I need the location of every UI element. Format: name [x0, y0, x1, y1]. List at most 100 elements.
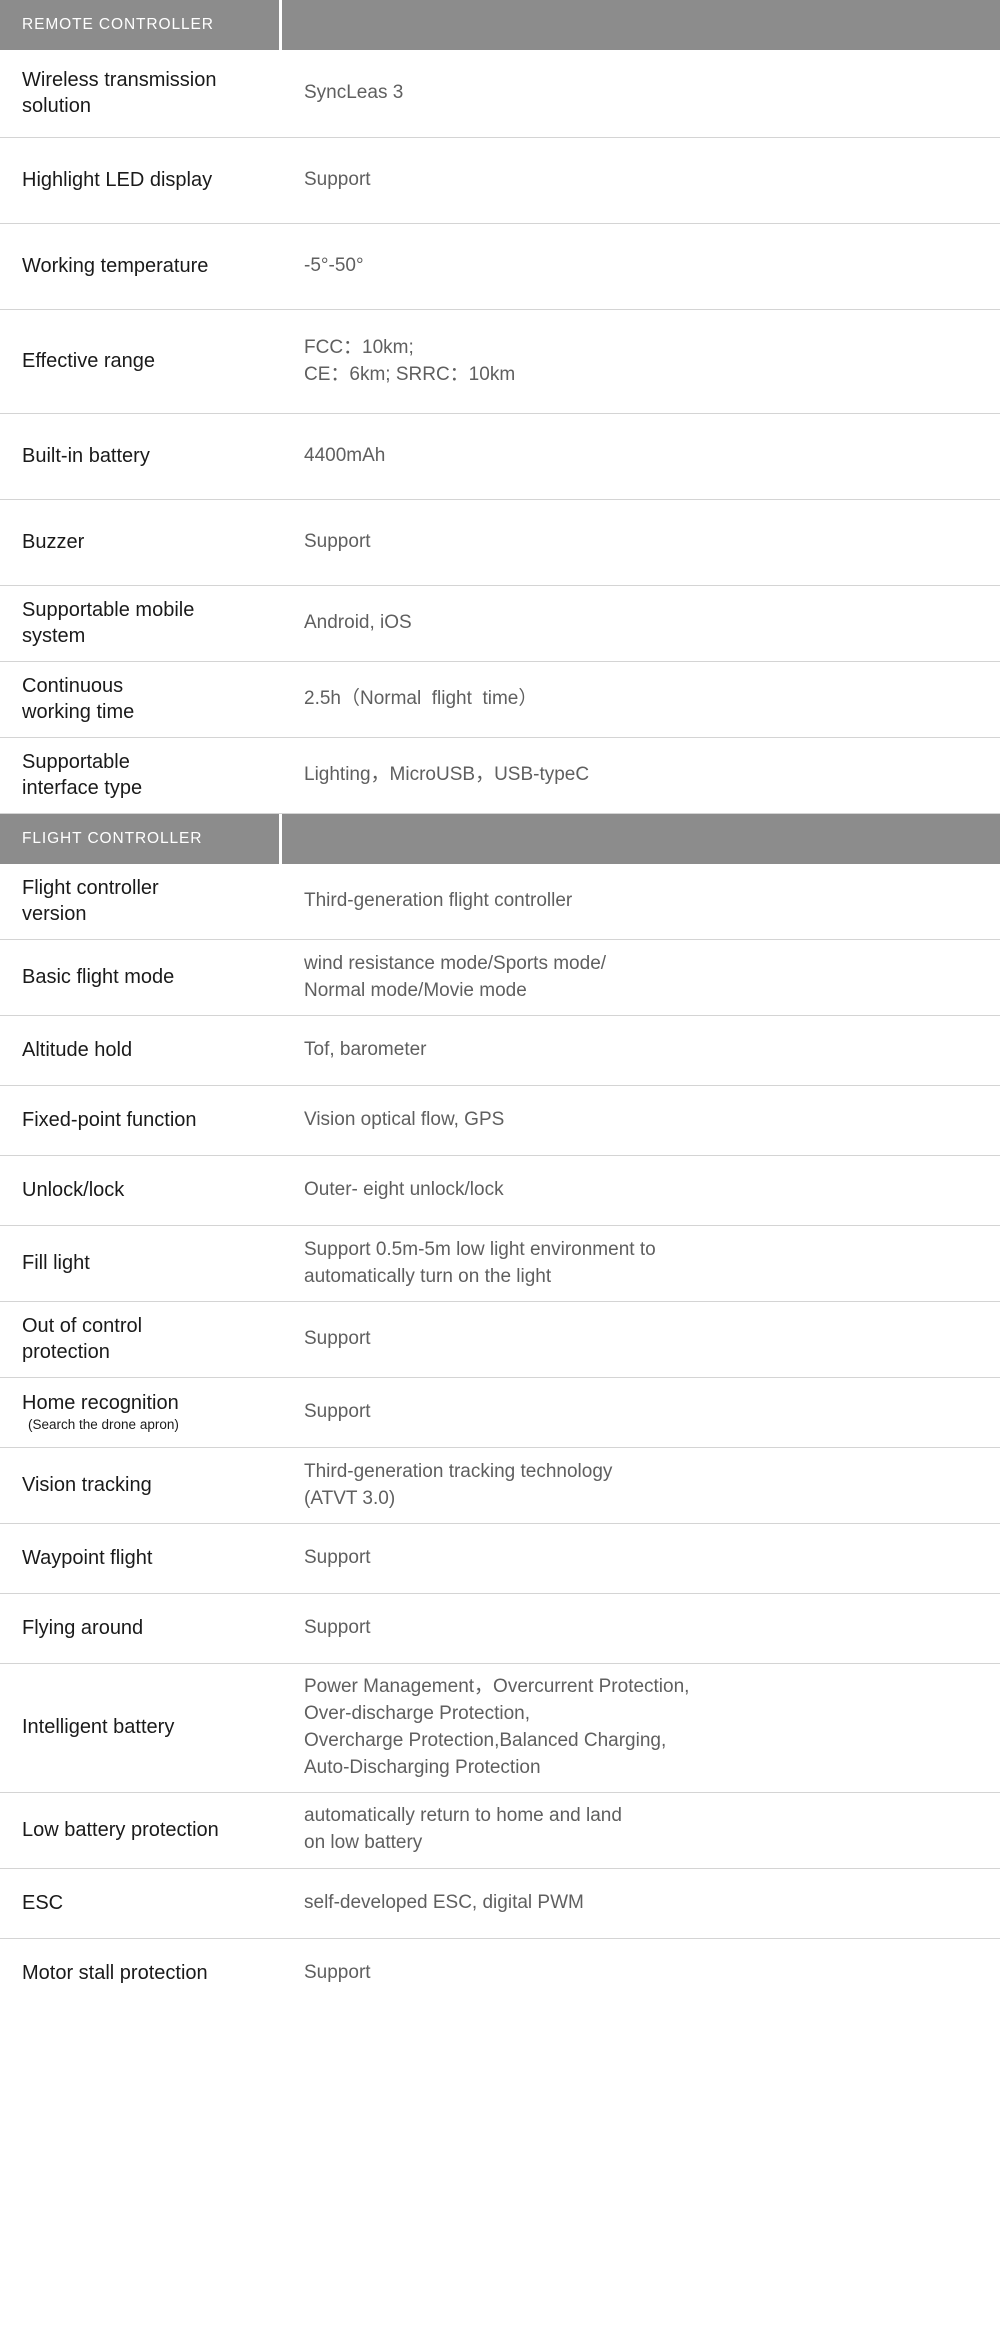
spec-key-cell: Vision tracking: [0, 1448, 282, 1523]
spec-value-cell: -5°-50°: [282, 224, 1000, 309]
spec-value-line: automatically turn on the light: [304, 1265, 552, 1287]
spec-value-line: CE：6km; SRRC：10km: [304, 363, 516, 385]
spec-value-cell: Support: [282, 1524, 1000, 1593]
spec-key-label: Fill light: [22, 1251, 90, 1274]
spec-key-cell: Fill light: [0, 1226, 282, 1301]
spec-key-cell: Basic flight mode: [0, 940, 282, 1015]
spec-value-line: Support: [304, 169, 371, 191]
table-row: Wireless transmission solution SyncLeas 3: [0, 50, 1000, 138]
spec-key-label: Supportable interface type: [22, 750, 143, 799]
spec-key-label: Buzzer: [22, 530, 85, 553]
spec-value-line: self-developed ESC, digital PWM: [304, 1891, 584, 1913]
spec-key-label: Built-in battery: [22, 444, 150, 467]
spec-value-line: Outer- eight unlock/lock: [304, 1179, 504, 1201]
spec-value-cell: 2.5h（Normal flight time）: [282, 662, 1000, 737]
spec-key-cell: Home recognition(Search the drone apron): [0, 1378, 282, 1447]
spec-value-line: Support: [304, 531, 371, 553]
spec-value-line: automatically return to home and land: [304, 1805, 622, 1827]
spec-value-line: Third-generation tracking technology: [304, 1460, 613, 1482]
spec-value-line: Support: [304, 1328, 371, 1350]
table-row: Flight controller version Third-generatio…: [0, 864, 1000, 940]
spec-value-cell: Power Management，Overcurrent Protection,…: [282, 1664, 1000, 1792]
spec-value-line: Lighting，MicroUSB，USB-typeC: [304, 764, 590, 786]
spec-value-line: on low battery: [304, 1832, 423, 1854]
spec-key-label: Flying around: [22, 1616, 144, 1639]
spec-key-label: Unlock/lock: [22, 1178, 125, 1201]
section-header-filler: [282, 814, 1000, 864]
table-row: Out of control protection Support: [0, 1302, 1000, 1378]
section-header: REMOTE CONTROLLER: [0, 0, 1000, 50]
spec-key-cell: Altitude hold: [0, 1016, 282, 1085]
spec-value-line: -5°-50°: [304, 255, 364, 277]
spec-key-label: Vision tracking: [22, 1473, 152, 1496]
section-header-filler: [282, 0, 1000, 50]
table-row: Working temperature -5°-50°: [0, 224, 1000, 310]
table-row: Built-in battery 4400mAh: [0, 414, 1000, 500]
table-row: Vision tracking Third-generation tracking…: [0, 1448, 1000, 1524]
spec-value-cell: Outer- eight unlock/lock: [282, 1156, 1000, 1225]
spec-key-label: Altitude hold: [22, 1038, 133, 1061]
spec-value-cell: Third-generation tracking technology(ATV…: [282, 1448, 1000, 1523]
spec-value-line: Auto-Discharging Protection: [304, 1756, 541, 1778]
spec-key-cell: Waypoint flight: [0, 1524, 282, 1593]
spec-key-label: Low battery protection: [22, 1818, 219, 1841]
spec-value-cell: self-developed ESC, digital PWM: [282, 1869, 1000, 1938]
spec-value-cell: Lighting，MicroUSB，USB-typeC: [282, 738, 1000, 813]
spec-key-label: Wireless transmission solution: [22, 68, 217, 117]
spec-key-cell: Flying around: [0, 1594, 282, 1663]
table-row: Supportable interface type Lighting，Micro…: [0, 738, 1000, 814]
section-header-title: FLIGHT CONTROLLER: [0, 814, 282, 864]
table-row: Basic flight mode wind resistance mode/Sp…: [0, 940, 1000, 1016]
spec-value-line: Power Management，Overcurrent Protection,: [304, 1676, 690, 1697]
spec-key-label: Continuous working time: [22, 674, 135, 723]
table-row: Unlock/lock Outer- eight unlock/lock: [0, 1156, 1000, 1226]
spec-value-line: Android, iOS: [304, 612, 412, 634]
section-header: FLIGHT CONTROLLER: [0, 814, 1000, 864]
table-row: ESC self-developed ESC, digital PWM: [0, 1868, 1000, 1939]
spec-key-label: ESC: [22, 1891, 64, 1914]
spec-value-cell: Android, iOS: [282, 586, 1000, 661]
spec-value-line: 2.5h（Normal flight time）: [304, 688, 538, 710]
table-row: Highlight LED display Support: [0, 138, 1000, 224]
spec-value-cell: wind resistance mode/Sports mode/Normal …: [282, 940, 1000, 1015]
spec-key-label: Out of control protection: [22, 1314, 143, 1363]
spec-value-cell: Support: [282, 138, 1000, 223]
spec-key-cell: Intelligent battery: [0, 1664, 282, 1792]
spec-value-line: FCC：10km;: [304, 336, 414, 358]
spec-value-line: Support 0.5m-5m low light environment to: [304, 1238, 656, 1260]
spec-key-cell: Buzzer: [0, 500, 282, 585]
spec-value-cell: Support 0.5m-5m low light environment to…: [282, 1226, 1000, 1301]
spec-key-cell: Motor stall protection: [0, 1939, 282, 2009]
spec-value-line: SyncLeas 3: [304, 82, 404, 104]
spec-value-cell: 4400mAh: [282, 414, 1000, 499]
table-row: Motor stall protection Support: [0, 1938, 1000, 2009]
table-row: Buzzer Support: [0, 500, 1000, 586]
spec-key-cell: Built-in battery: [0, 414, 282, 499]
spec-value-cell: Vision optical flow, GPS: [282, 1086, 1000, 1155]
spec-key-label: Working temperature: [22, 254, 209, 277]
spec-value-line: Tof, barometer: [304, 1039, 427, 1061]
spec-value-line: Support: [304, 1962, 371, 1984]
table-row: Altitude hold Tof, barometer: [0, 1016, 1000, 1086]
table-row: Continuous working time 2.5h（Normal fligh…: [0, 662, 1000, 738]
spec-key-label: Flight controller version: [22, 876, 159, 925]
spec-value-line: Support: [304, 1617, 371, 1639]
spec-key-label: Effective range: [22, 349, 156, 372]
spec-key-cell: Out of control protection: [0, 1302, 282, 1377]
spec-value-line: wind resistance mode/Sports mode/: [304, 952, 607, 974]
spec-key-cell: Unlock/lock: [0, 1156, 282, 1225]
spec-key-label: Fixed-point function: [22, 1108, 197, 1131]
spec-key-label: Basic flight mode: [22, 965, 175, 988]
spec-key-label: Highlight LED display: [22, 168, 213, 191]
spec-value-line: Third-generation flight controller: [304, 890, 573, 912]
spec-value-line: Normal mode/Movie mode: [304, 979, 527, 1001]
spec-key-cell: Working temperature: [0, 224, 282, 309]
spec-value-cell: Support: [282, 1302, 1000, 1377]
table-row: Fixed-point function Vision optical flow,…: [0, 1086, 1000, 1156]
spec-value-cell: Tof, barometer: [282, 1016, 1000, 1085]
spec-key-cell: Fixed-point function: [0, 1086, 282, 1155]
table-row: Low battery protection automatically retu…: [0, 1792, 1000, 1869]
spec-key-subtext: (Search the drone apron): [28, 1417, 179, 1433]
